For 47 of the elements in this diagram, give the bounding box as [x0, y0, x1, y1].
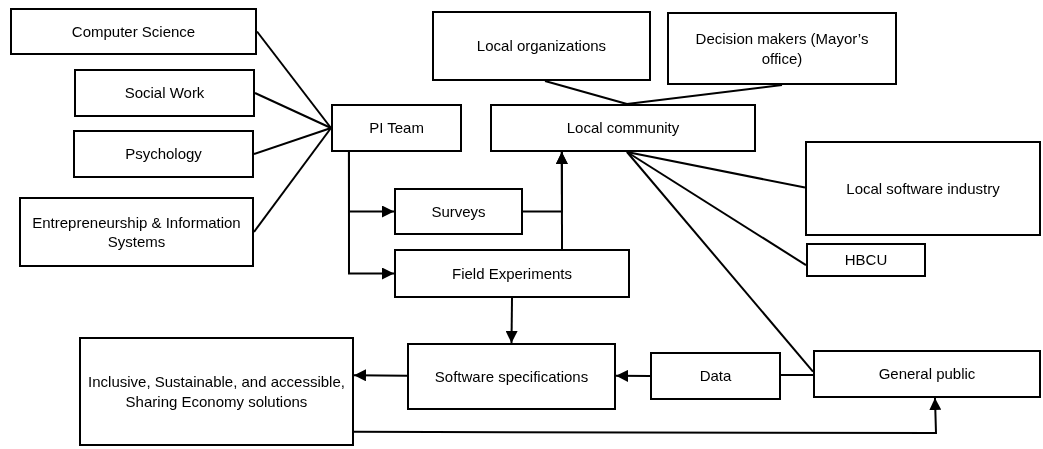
box-label: Surveys: [431, 201, 486, 222]
box-label: Social Work: [124, 83, 205, 103]
process-box: [813, 350, 1041, 398]
box-label: Entrepreneurship & Information Systems: [31, 212, 242, 252]
process-box: [667, 12, 897, 85]
process-box: [490, 104, 756, 152]
connector-line: [780, 373, 814, 377]
box-label: Computer Science: [71, 21, 196, 42]
process-box: [432, 11, 651, 81]
process-box: [650, 352, 781, 400]
process-box: [407, 343, 616, 410]
arrow: [555, 151, 568, 250]
process-box: [805, 141, 1041, 236]
connector-line: [544, 80, 628, 105]
arrow: [505, 297, 518, 344]
box-label: Local community: [566, 118, 680, 138]
arrow: [615, 369, 651, 382]
box-label: Psychology: [125, 144, 202, 164]
connector-line: [254, 92, 332, 129]
connector-line: [626, 151, 807, 267]
process-box: [331, 104, 462, 152]
process-box: [79, 337, 354, 446]
box-label: PI Team: [369, 118, 424, 138]
arrow: [353, 397, 942, 434]
process-box: [19, 197, 254, 267]
box-label: Inclusive, Sustainable, and accessible, Sharing Economy solutions: [87, 372, 346, 411]
box-label: HBCU: [844, 250, 888, 270]
box-label: Data: [699, 366, 732, 386]
connector-line: [626, 84, 783, 105]
connector-line: [256, 30, 332, 129]
connector-line: [253, 127, 332, 233]
process-box: [806, 243, 926, 277]
box-label: Local organizations: [476, 36, 607, 56]
process-box: [394, 188, 523, 235]
box-label: Field Experiments: [451, 263, 572, 284]
box-label: Local software industry: [846, 178, 1000, 199]
box-label: Decision makers (Mayor’s office): [694, 29, 870, 68]
connector-line: [626, 151, 814, 373]
box-label: Software specifications: [434, 366, 589, 387]
process-box: [73, 130, 254, 178]
process-box: [394, 249, 630, 298]
arrow: [353, 369, 408, 382]
connector-line: [253, 127, 332, 155]
box-label: General public: [878, 364, 976, 384]
arrow: [347, 151, 395, 280]
process-box: [74, 69, 255, 117]
process-box: [10, 8, 257, 55]
